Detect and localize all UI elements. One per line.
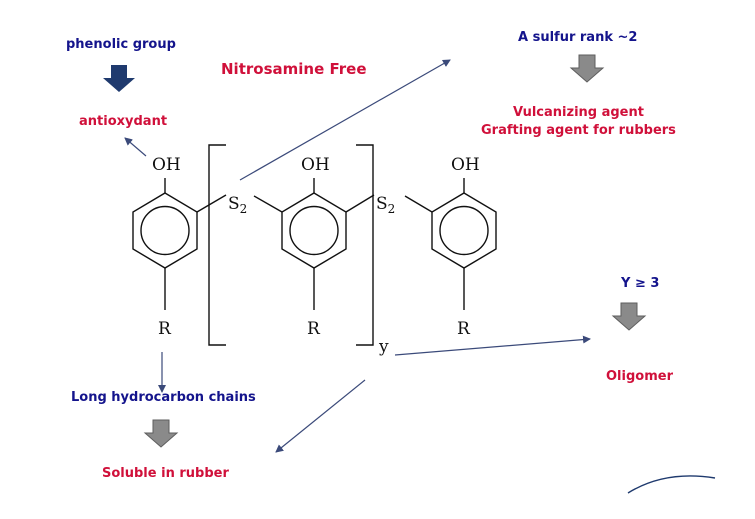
nitrosamine-free-label: Nitrosamine Free xyxy=(221,60,367,78)
grafting-agent-label: Grafting agent for rubbers xyxy=(481,123,676,138)
arrow-to-soluble xyxy=(275,379,366,453)
repeat-bracket-left xyxy=(208,144,226,346)
repeat-bracket-right xyxy=(356,144,374,346)
block-arrow-long-chains xyxy=(143,419,179,448)
arrow-to-sulfur-rank xyxy=(239,59,451,181)
block-arrow-phenolic xyxy=(103,65,135,92)
sulfur-rank-label: A sulfur rank ~2 xyxy=(518,30,638,45)
r-label-left: R xyxy=(158,319,171,339)
antioxydant-label: antioxydant xyxy=(79,114,168,129)
s2-label-left: S2 xyxy=(228,194,248,216)
r-label-right: R xyxy=(457,319,470,339)
oh-label-middle: OH xyxy=(301,155,330,175)
block-arrow-sulfur xyxy=(569,54,605,83)
s2-label-right: S2 xyxy=(376,194,396,216)
block-arrow-oligomer xyxy=(611,302,647,331)
y-condition-label: Y ≥ 3 xyxy=(621,276,660,291)
long-chains-label: Long hydrocarbon chains xyxy=(71,390,256,405)
arrow-to-oligomer xyxy=(394,335,591,356)
benzene-ring-left xyxy=(132,178,227,310)
phenolic-group-label: phenolic group xyxy=(66,37,176,52)
soluble-label: Soluble in rubber xyxy=(102,466,229,481)
oh-label-right: OH xyxy=(451,155,480,175)
vulcanizing-agent-label: Vulcanizing agent xyxy=(513,105,644,120)
benzene-ring-right xyxy=(404,178,497,310)
benzene-ring-middle xyxy=(253,178,375,310)
arrow-to-antioxydant xyxy=(124,137,147,157)
r-label-middle: R xyxy=(307,319,320,339)
repeat-index-y: y xyxy=(379,337,389,357)
oh-label-left: OH xyxy=(152,155,181,175)
oligomer-label: Oligomer xyxy=(606,369,673,384)
decorative-curve xyxy=(627,475,716,494)
